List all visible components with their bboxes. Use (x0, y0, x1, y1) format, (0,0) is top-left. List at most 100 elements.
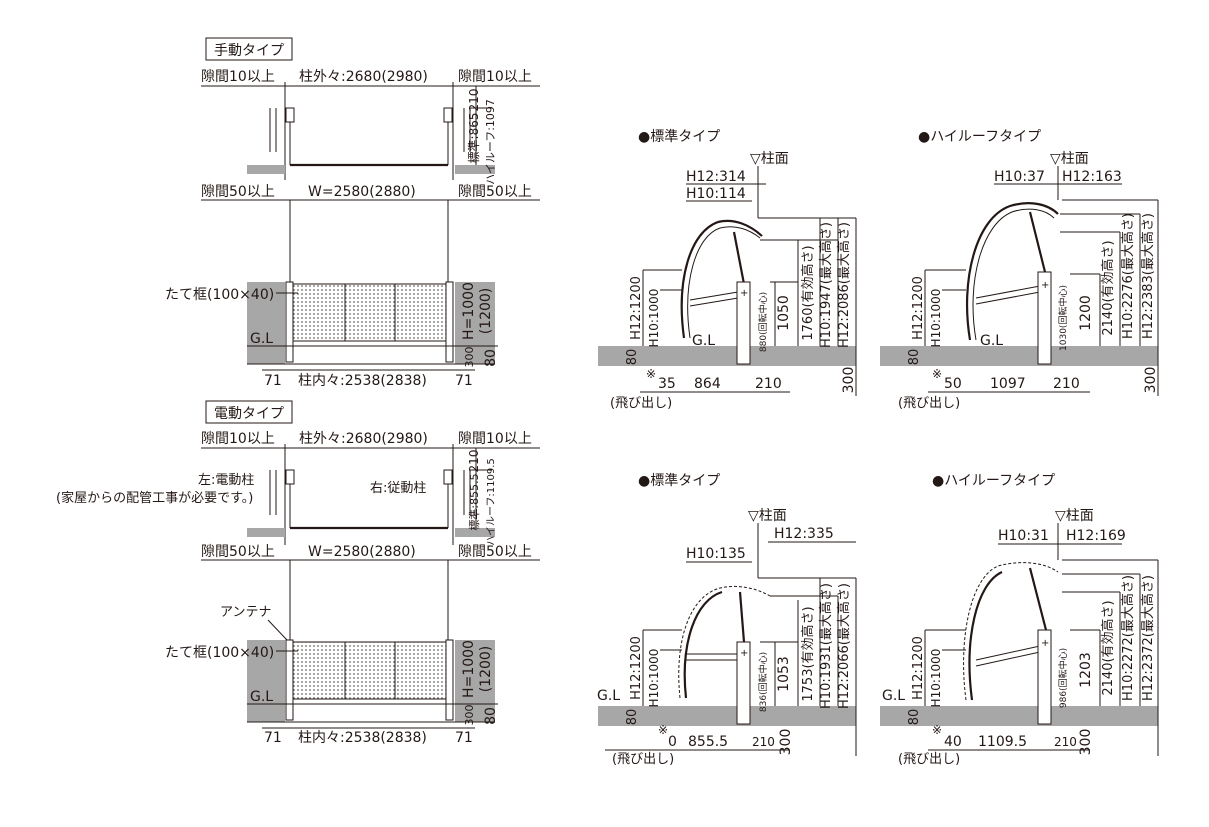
side4-eff: 2140(有効高さ) (1100, 600, 1116, 695)
svg-text:+: + (740, 288, 748, 299)
side3-d300: 300 (778, 729, 794, 756)
side4-max10: H10:2272(最大高さ) (1120, 575, 1136, 701)
electric-left-note: (家屋からの配管工事が必要です。) (56, 490, 253, 506)
side3-max10: H10:1931(最大高さ) (818, 583, 834, 709)
side1-gl: G.L (692, 333, 715, 349)
manual-gap-bottom-left: 隙間50以上 (201, 184, 275, 200)
electric-type-elevation: アンテナ たて框(100×40) G.L H=1000 (1200) 300 8… (165, 605, 499, 746)
side2-proj: 50 (944, 376, 962, 392)
side2-h12: H12:163 (1062, 169, 1122, 185)
side3-max12: H12:2066(最大高さ) (836, 583, 852, 709)
electric-title-box (205, 400, 293, 424)
side4-proj: 40 (944, 734, 962, 750)
side1-face: ▽柱面 (750, 151, 789, 167)
manual-inner: 柱内々:2538(2838) (298, 373, 427, 389)
manual-gap-top-right: 隙間10以上 (458, 69, 532, 85)
side1-d80: 80 (625, 349, 640, 366)
side1-h12-1200: H12:1200 (629, 276, 644, 340)
electric-d80: 80 (483, 707, 499, 725)
electric-right-post: 右:従動柱 (370, 481, 426, 496)
side2-v1200: 1200 (1078, 295, 1094, 331)
side3-d80: 80 (625, 709, 640, 726)
manual-gap-bottom-right: 隙間50以上 (458, 184, 532, 200)
side3-h10: H10:135 (686, 546, 746, 562)
side3-mark: ※ (658, 723, 668, 737)
side4-d300: 300 (1078, 729, 1094, 756)
electric-h-alt: (1200) (478, 646, 494, 693)
side4-highroof: ●ハイルーフタイプ ▽柱面 H10:31 H12:169 + H12:1200 … (880, 473, 1159, 767)
electric-h: H=1000 (461, 640, 477, 698)
side4-max12: H12:2372(最大高さ) (1140, 575, 1156, 701)
side1-title: ●標準タイプ (638, 129, 720, 145)
electric-gl: G.L (250, 689, 273, 705)
manual-title-box (205, 37, 293, 61)
side4-h12-1200: H12:1200 (911, 636, 926, 700)
side1-proj-label: (飛び出し) (610, 396, 672, 411)
side2-d1: 1097 (990, 376, 1026, 392)
manual-width: W=2580(2880) (308, 184, 416, 200)
side2-mark: ※ (932, 367, 942, 381)
side3-v1053: 1053 (776, 656, 792, 692)
side3-gl: G.L (597, 688, 620, 704)
side2-face: ▽柱面 (1050, 151, 1089, 167)
manual-std-height: 標準:865 (466, 113, 481, 164)
side2-d80: 80 (907, 349, 922, 366)
electric-gap-top-left: 隙間10以上 (201, 431, 275, 447)
electric-std-height: 標準:855.5 (467, 473, 481, 530)
side4-d1: 1109.5 (978, 734, 1027, 750)
electric-title: 電動タイプ (214, 406, 284, 422)
electric-gap-top-right: 隙間10以上 (458, 431, 532, 447)
manual-h: H=1000 (461, 282, 477, 340)
side3-h12-1200: H12:1200 (629, 636, 644, 700)
manual-type-elevation: たて框(100×40) G.L H=1000 (1200) 300 80 71 … (165, 281, 499, 389)
side3-h10-1000: H10:1000 (647, 649, 661, 708)
side4-title: ●ハイルーフタイプ (932, 473, 1055, 489)
side1-d300: 300 (841, 367, 857, 394)
svg-text:+: + (1041, 638, 1049, 649)
side2-eff: 2140(有効高さ) (1100, 240, 1116, 335)
side4-d80: 80 (907, 709, 922, 726)
side1-h10-1000: H10:1000 (647, 289, 661, 348)
side2-h10: H10:37 (994, 169, 1045, 185)
manual-d300: 300 (463, 347, 476, 368)
electric-antenna: アンテナ (220, 605, 271, 620)
side4-h12: H12:169 (1066, 528, 1126, 544)
side2-d300: 300 (1143, 367, 1159, 394)
side1-h12: H12:314 (686, 169, 746, 185)
side2-proj-label: (飛び出し) (898, 396, 960, 411)
side3-proj-label: (飛び出し) (612, 752, 674, 767)
manual-gl: G.L (250, 331, 273, 347)
side2-gl: G.L (980, 333, 1003, 349)
manual-outer-dim: 柱外々:2680(2980) (299, 69, 428, 85)
side2-h12-1200: H12:1200 (911, 276, 926, 340)
manual-frame: たて框(100×40) (165, 287, 274, 303)
electric-outer-dim: 柱外々:2680(2980) (299, 431, 428, 447)
side1-max12: H12:2086(最大高さ) (836, 222, 852, 348)
svg-text:+: + (740, 648, 748, 659)
manual-right-71: 71 (455, 373, 473, 389)
svg-text:+: + (1041, 280, 1049, 291)
side4-v1203: 1203 (1078, 652, 1094, 688)
side2-highroof: ●ハイルーフタイプ ▽柱面 H10:37 H12:163 + H12:1200 … (880, 129, 1159, 411)
manual-title: 手動タイプ (214, 43, 284, 59)
side4-h10: H10:31 (998, 528, 1049, 544)
electric-right-71: 71 (455, 730, 473, 746)
side4-pivot: 986(回転中心) (1057, 648, 1069, 708)
side1-d1: 864 (694, 376, 721, 392)
electric-type-plan: 電動タイプ 隙間10以上 柱外々:2680(2980) 隙間10以上 左:電動柱… (56, 400, 540, 640)
manual-h-alt: (1200) (478, 288, 494, 335)
electric-gap-bottom-left: 隙間50以上 (201, 544, 275, 560)
electric-left-71: 71 (264, 730, 282, 746)
side3-d2: 210 (752, 735, 775, 749)
side3-pivot: 836(回転中心) (757, 652, 769, 712)
side4-d2: 210 (1054, 735, 1077, 749)
side3-standard: ●標準タイプ ▽柱面 H12:335 H10:135 + H12:1200 H1… (597, 473, 857, 767)
side1-max10: H10:1947(最大高さ) (818, 222, 834, 348)
side2-title: ●ハイルーフタイプ (918, 129, 1041, 145)
side2-pivot: 1030(回転中心) (1057, 285, 1069, 351)
manual-left-71: 71 (264, 373, 282, 389)
manual-type-plan: 手動タイプ 隙間10以上 柱外々:2680(2980) 隙間10以上 210 標… (201, 37, 540, 282)
electric-gap-bottom-right: 隙間50以上 (458, 544, 532, 560)
side1-v1050: 1050 (776, 295, 792, 331)
